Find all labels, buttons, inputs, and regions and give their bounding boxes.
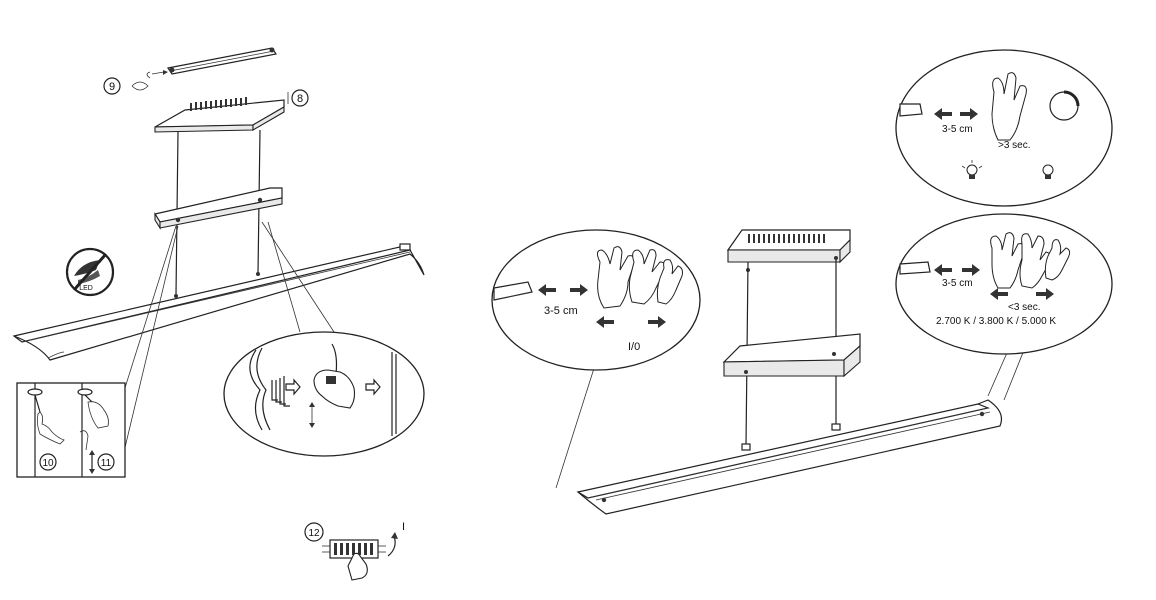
arrow-right-icon <box>570 284 588 296</box>
hand-wave-icon <box>596 246 683 309</box>
arrow-left-small-icon <box>596 316 614 328</box>
top-oval-hold: >3 sec. <box>998 140 1031 151</box>
top-oval-distance: 3-5 cm <box>942 124 973 135</box>
gesture-detail-color-temp: 3-5 cm <3 sec. 2.700 K / 3.800 K / 5.000… <box>895 213 1113 355</box>
left-oval-action: I/0 <box>628 341 640 353</box>
step-11-label: 11 <box>101 458 112 469</box>
ceiling-canopy <box>154 92 289 133</box>
right-ceiling-canopy <box>726 229 851 272</box>
detail-box-steps-10-11: 10 11 <box>16 382 126 478</box>
right-lamp-assembly <box>555 229 1029 515</box>
wire-connection-detail <box>223 331 425 457</box>
arrow-left-bottom-small-icon <box>990 288 1008 300</box>
hand-swipe-icon <box>990 232 1071 289</box>
step-8-label: 8 <box>297 93 303 105</box>
sensor-end-icon <box>493 281 533 301</box>
gesture-detail-dimming: 3-5 cm >3 sec. <box>895 49 1113 207</box>
arrow-left-icon <box>538 284 556 296</box>
terminal-block-step-12: 12 I <box>304 521 405 581</box>
sensor-end-icon-bottom <box>899 261 931 275</box>
arrow-left-top-icon <box>934 108 952 120</box>
step-10-marker: 10 <box>39 453 57 471</box>
right-crossbar <box>722 333 861 378</box>
led-lamp-bar <box>12 243 425 361</box>
hand-pull-icon <box>77 388 109 451</box>
arrow-right-bottom-icon <box>962 264 980 276</box>
gesture-detail-on-off: 3-5 cm I/0 <box>491 229 701 371</box>
step-11-marker: 11 <box>89 450 115 474</box>
badge-led-text: LED <box>79 285 93 292</box>
left-oval-distance: 3-5 cm <box>544 305 578 317</box>
allen-key-icon <box>271 376 290 407</box>
step-12-mark: I <box>402 521 405 533</box>
hand-clamp-icon <box>309 343 356 428</box>
bottom-oval-distance: 3-5 cm <box>942 278 973 289</box>
upper-crossbar <box>154 187 283 230</box>
arrow-right-small-icon <box>648 316 666 328</box>
step-12-marker: 12 <box>304 522 324 542</box>
step-9-marker: 9 <box>103 77 149 95</box>
step-12-label: 12 <box>308 528 320 539</box>
arrow-right-top-icon <box>960 108 978 120</box>
right-led-lamp-bar <box>576 399 1003 515</box>
bulb-dim-icon <box>1042 164 1054 179</box>
bottom-oval-hold: <3 sec. <box>1008 302 1041 313</box>
left-lamp-assembly: 9 8 <box>12 47 425 461</box>
step-10-label: 10 <box>42 458 54 469</box>
bulb-bright-icon <box>961 160 983 179</box>
step-8-marker: 8 <box>291 89 309 107</box>
arrow-right-bottom-small-icon <box>1036 288 1054 300</box>
bottom-oval-temperatures: 2.700 K / 3.800 K / 5.000 K <box>936 316 1056 327</box>
step-9-label: 9 <box>109 81 115 93</box>
mounting-bracket <box>146 47 278 79</box>
hand-screw-icon <box>27 388 65 445</box>
hand-hold-icon <box>991 72 1027 141</box>
sensor-end-icon-top <box>899 103 923 117</box>
dimmer-dial-icon <box>1049 90 1080 121</box>
arrow-left-bottom-icon <box>934 264 952 276</box>
no-led-replacement-icon: LED <box>65 247 115 297</box>
